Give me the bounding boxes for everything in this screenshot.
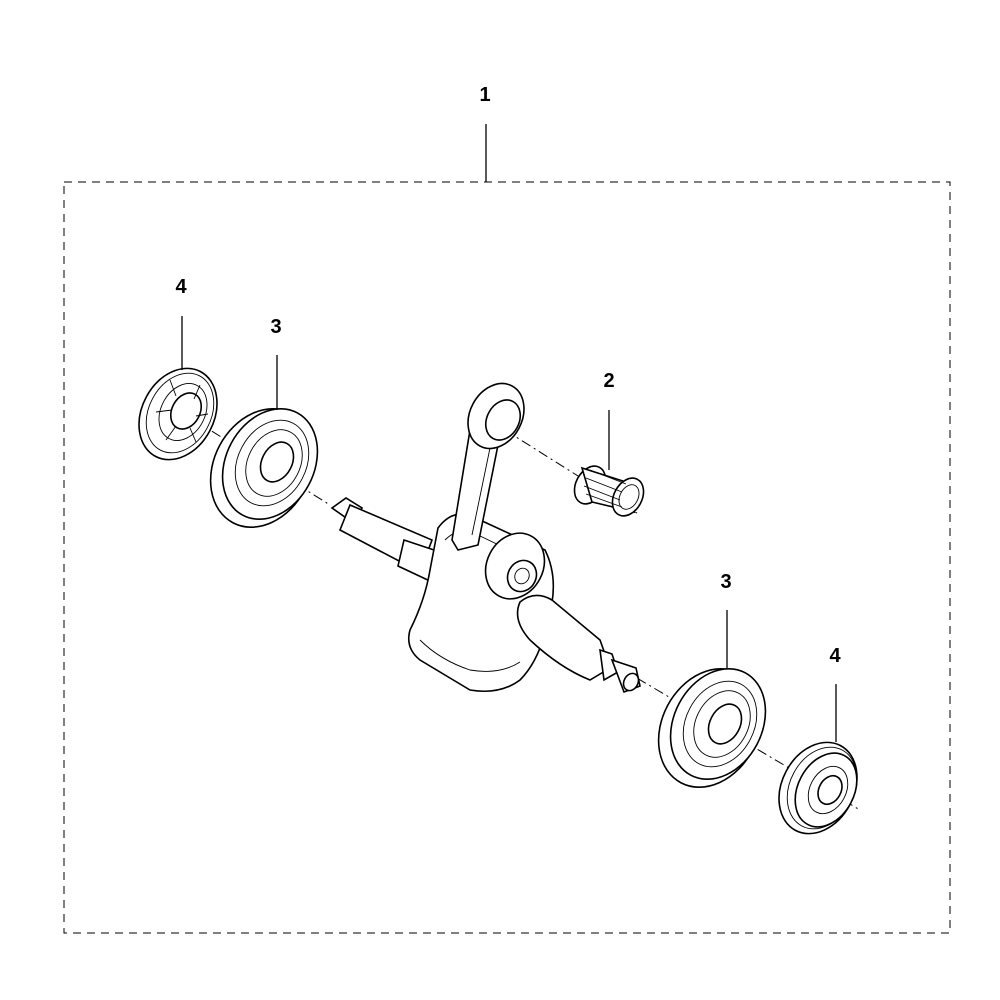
callout-kit-number: 1: [479, 84, 490, 106]
callout-seal-right: 4: [829, 645, 841, 667]
oil-seal-left: [138, 367, 218, 461]
ball-bearing-right: [657, 667, 767, 788]
callout-seal-left: 4: [175, 276, 187, 298]
connecting-rod: [451, 382, 525, 551]
oil-seal-right: [778, 741, 858, 835]
callout-bearing-left: 3: [270, 316, 281, 338]
callout-needle-bearing: 2: [603, 370, 614, 392]
kit-boundary: [63, 181, 951, 934]
callout-bearing-right: 3: [720, 571, 731, 593]
ball-bearing-left: [209, 407, 319, 528]
needle-bearing: [573, 465, 645, 517]
crankshaft: [330, 497, 641, 694]
